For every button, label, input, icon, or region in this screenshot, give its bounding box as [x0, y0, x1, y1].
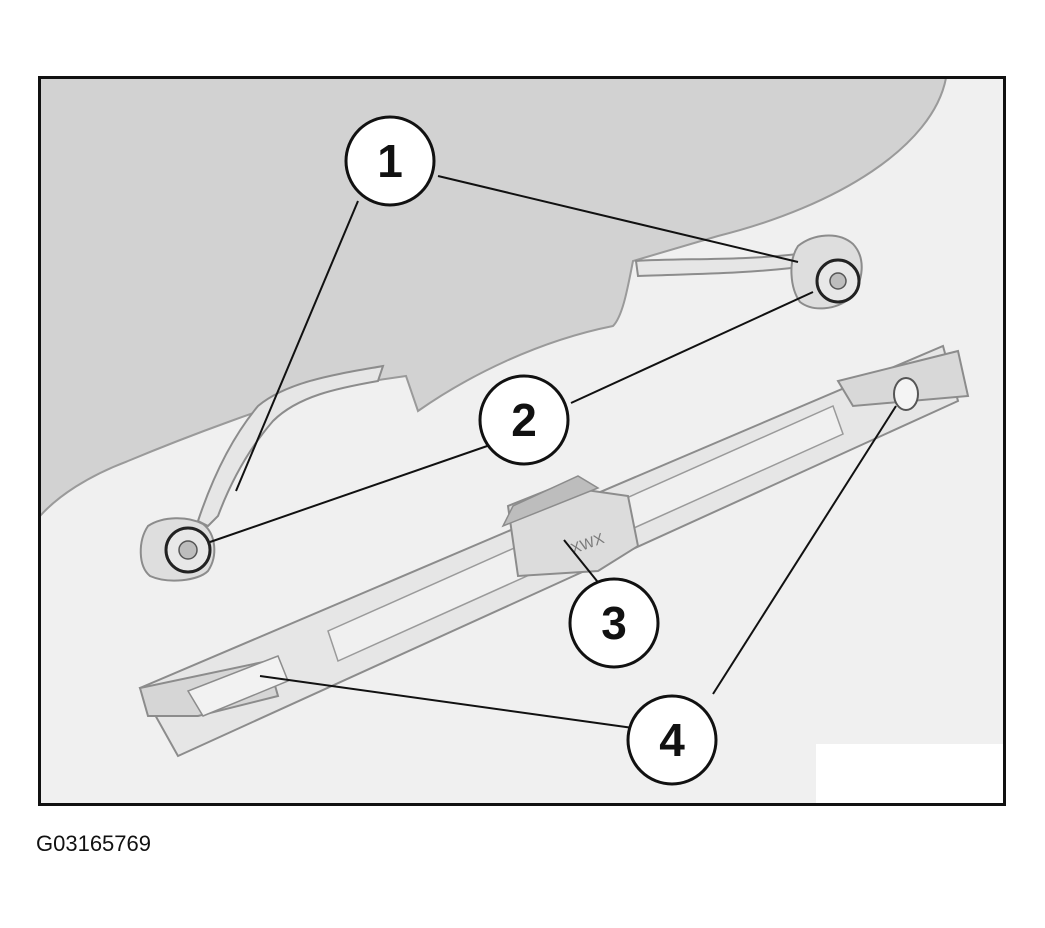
- corner-notch: [816, 744, 1004, 804]
- leader-4-left: [259, 675, 634, 729]
- callout-1: 1: [344, 115, 436, 207]
- support-strut: XWX: [138, 344, 970, 758]
- leader-1-right: [437, 175, 799, 263]
- leader-2-left: [209, 443, 494, 543]
- diagram-frame: XWX 1 2 3 4: [38, 76, 1006, 806]
- left-hinge-bracket: [139, 364, 385, 582]
- figure-id: G03165769: [36, 831, 151, 856]
- callout-3: 3: [568, 577, 660, 669]
- callout-1-label: 1: [377, 135, 403, 187]
- diagram-border: [38, 76, 1006, 806]
- leader-2-right: [570, 291, 814, 404]
- right-hinge-bracket: [634, 234, 863, 310]
- callout-4-label: 4: [659, 714, 685, 766]
- leader-1-left: [235, 200, 359, 492]
- callout-2: 2: [478, 374, 570, 466]
- panel-edge: [39, 77, 947, 517]
- callout-2-label: 2: [511, 394, 537, 446]
- leader-3: [563, 539, 602, 587]
- callout-3-label: 3: [601, 597, 627, 649]
- leader-4-right: [712, 405, 897, 695]
- callout-4: 4: [626, 694, 718, 786]
